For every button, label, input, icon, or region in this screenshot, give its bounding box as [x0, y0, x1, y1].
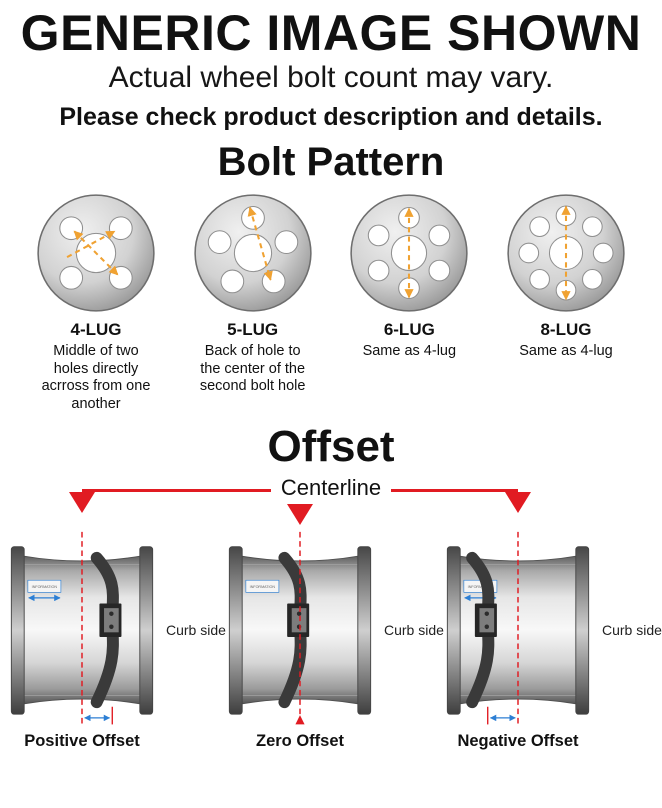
measurement-line	[247, 206, 273, 281]
lug-hole	[368, 224, 390, 247]
lug-description: Middle of two holes directly acrross fro…	[41, 343, 151, 413]
lug-hole	[529, 216, 550, 237]
wheel-cross-section-positive: INFORMATION	[10, 531, 154, 727]
offset-labels-row: Positive Offset Zero Offset Negative Off…	[0, 732, 662, 751]
offset-label-positive: Positive Offset	[24, 731, 140, 750]
hub-bolt-hole	[296, 611, 302, 616]
lug-hole	[274, 230, 298, 255]
hub-bolt-hole	[109, 611, 114, 616]
wheel-group-zero: INFORMATION Curb side	[222, 530, 444, 730]
lug-label: 8-LUG	[540, 320, 592, 339]
hub-bolt-hole	[109, 624, 114, 629]
measurement-line	[73, 230, 119, 276]
zero-offset-marker	[295, 714, 305, 725]
offset-label-negative: Negative Offset	[457, 731, 579, 750]
lug-hole	[581, 216, 603, 237]
lug-label: 4-LUG	[70, 320, 122, 339]
centerline-label-wrap: Centerline	[0, 474, 662, 501]
lug-hole	[261, 269, 286, 294]
wheel-group-positive: INFORMATION Curb side	[4, 530, 226, 730]
curb-side-label: Curb side	[384, 621, 444, 638]
page-title: GENERIC IMAGE SHOWN	[20, 5, 642, 61]
rim-sticker-text: INFORMATION	[32, 585, 58, 589]
offset-label-zero: Zero Offset	[255, 731, 344, 750]
lug-description: Same as 4-lug	[519, 343, 613, 359]
centerline-label: Centerline	[270, 474, 392, 501]
rim-sticker-text: INFORMATION	[250, 585, 276, 589]
lug-hole	[592, 242, 614, 264]
wheel-cross-section-zero: INFORMATION	[228, 531, 372, 725]
lug-description: Back of hole to the center of the second…	[199, 343, 306, 395]
hub-bolt-hole	[484, 611, 490, 616]
rim-lip-left	[10, 546, 25, 715]
offset-heading: Offset	[267, 421, 395, 471]
lug-hole	[108, 265, 133, 290]
offset-diagram: Centerline INFORMATION	[0, 474, 662, 751]
curb-side-label: Curb side	[602, 621, 662, 638]
lug-hole	[428, 224, 451, 247]
bolt-pattern-row: 4-LUG Middle of two holes directly acrro…	[0, 191, 662, 414]
centerline-pointer-icon	[69, 491, 95, 513]
wheel-cross-section-negative: INFORMATION	[446, 531, 590, 727]
lug-label: 6-LUG	[383, 320, 435, 339]
hub-pad	[104, 607, 119, 633]
centerline-pointer-icon	[505, 491, 531, 513]
page-subtitle: Actual wheel bolt count may vary.	[108, 61, 554, 94]
centerline-pointer-icon	[287, 503, 313, 525]
centerline-header: Centerline	[0, 474, 662, 530]
rim-sticker	[245, 579, 280, 593]
5-lug-wheel-icon	[194, 194, 312, 312]
lug-column-8: 8-LUG Same as 4-lug	[490, 191, 642, 414]
lug-hole	[368, 259, 390, 282]
page-note: Please check product description and det…	[59, 103, 603, 131]
lug-hole	[581, 269, 603, 290]
lug-hole	[59, 216, 84, 241]
hub-pad	[479, 607, 495, 633]
rim-sticker	[27, 579, 62, 593]
lug-hole	[59, 265, 84, 290]
hub-bolt-hole	[484, 624, 490, 629]
hub-pad	[291, 607, 307, 633]
6-lug-wheel-icon	[350, 194, 468, 312]
bolt-pattern-heading: Bolt Pattern	[217, 140, 445, 184]
wheel-group-negative: INFORMATION Curb side	[440, 530, 662, 730]
lug-description: Same as 4-lug	[362, 343, 457, 359]
lug-label: 5-LUG	[227, 320, 279, 339]
4-lug-wheel-icon	[37, 194, 155, 312]
lug-hole	[428, 259, 451, 282]
lug-hole	[220, 269, 244, 294]
rim-lip-left	[228, 546, 243, 715]
lug-hole	[529, 269, 550, 290]
lug-column-5: 5-LUG Back of hole to the center of the …	[177, 191, 329, 414]
lug-hole	[207, 230, 232, 255]
lug-hole	[108, 216, 133, 241]
rim-lip-right	[575, 546, 590, 715]
lug-column-4: 4-LUG Middle of two holes directly acrro…	[20, 191, 172, 414]
rim-sticker-text: INFORMATION	[468, 585, 494, 589]
rim-lip-right	[139, 546, 154, 715]
curb-side-label: Curb side	[166, 621, 226, 638]
8-lug-wheel-icon	[507, 194, 625, 312]
lug-hole	[518, 242, 540, 264]
rim-lip-left	[446, 546, 461, 715]
wheel-row: INFORMATION Curb side	[0, 530, 662, 730]
rim-lip-right	[357, 546, 372, 715]
lug-column-6: 6-LUG Same as 4-lug	[333, 191, 485, 414]
